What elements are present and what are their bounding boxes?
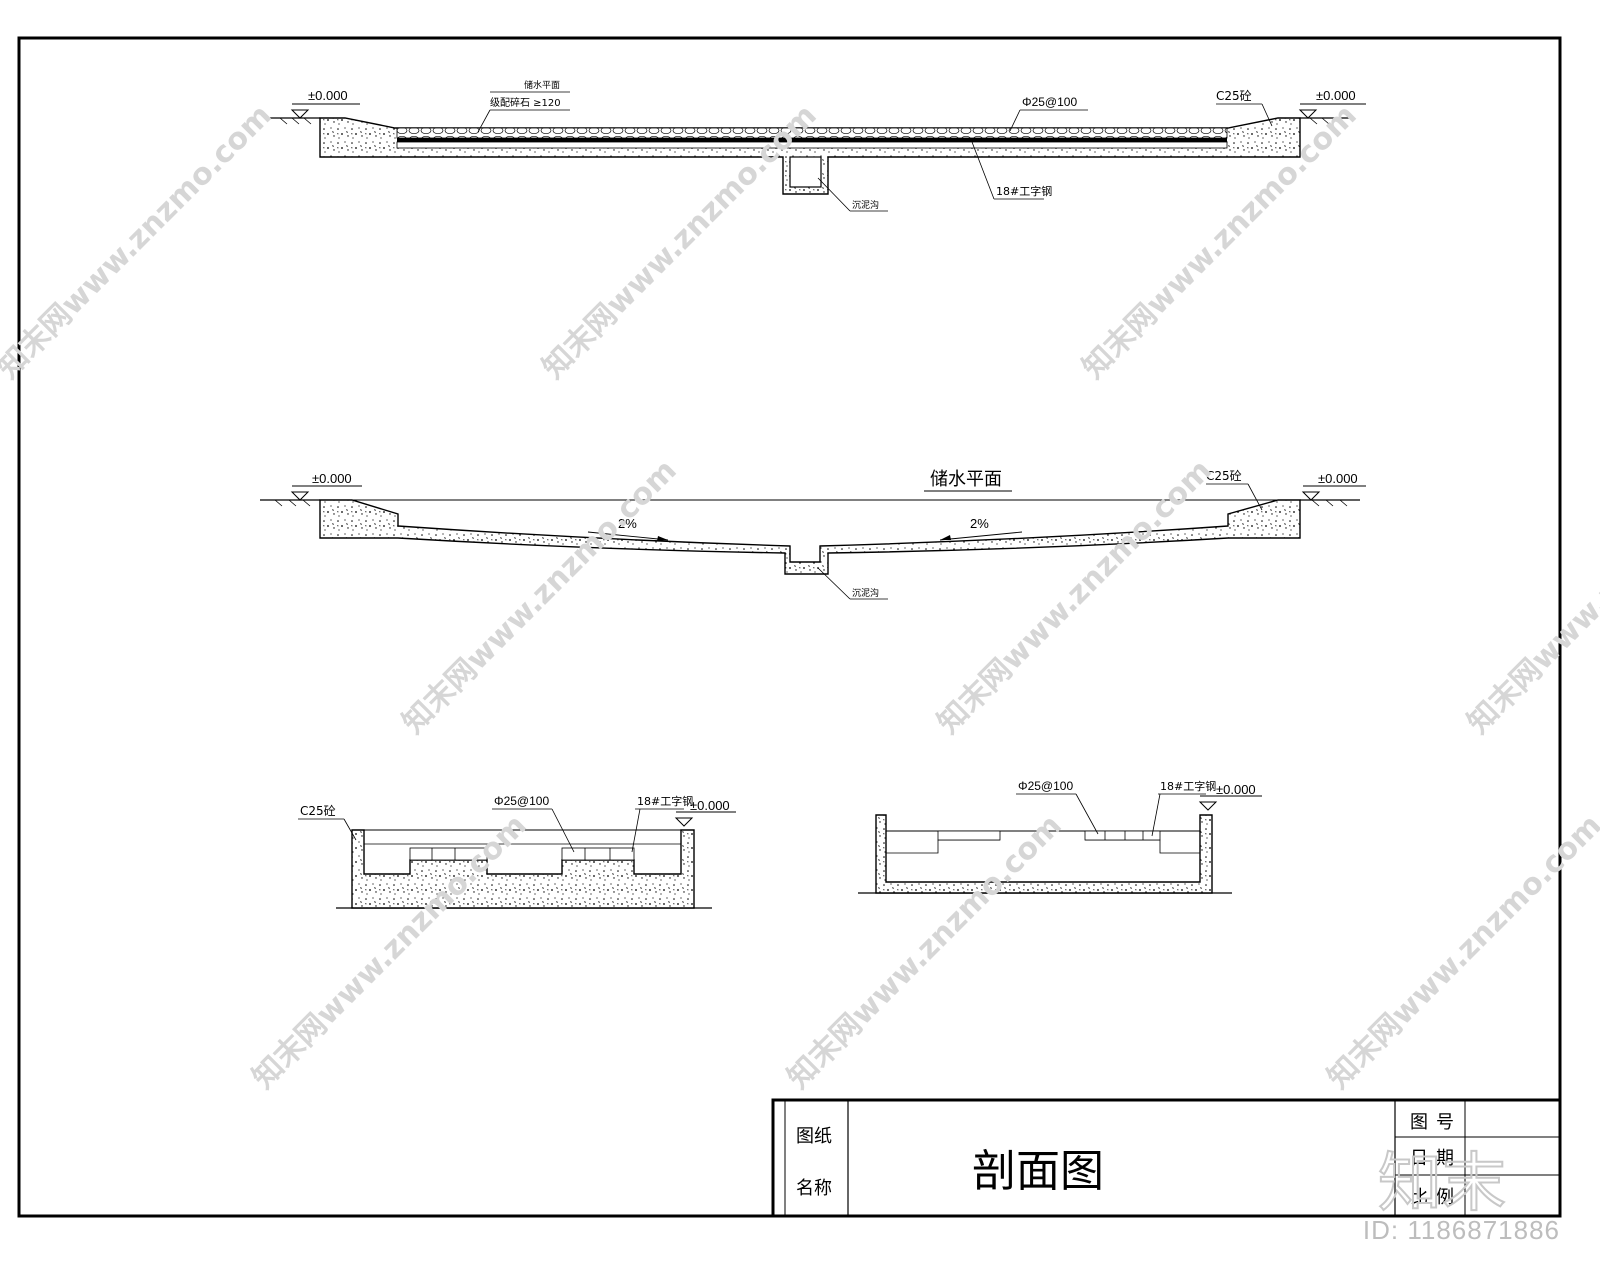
level-label-right: ±0.000 bbox=[1316, 88, 1356, 103]
level-mark-right bbox=[1298, 103, 1366, 119]
slope-label-right: 2% bbox=[970, 516, 989, 531]
rebar-label-bl: Φ25@100 bbox=[494, 794, 549, 808]
beam-label-br: 18#工字钢 bbox=[1160, 779, 1216, 793]
level-mark-left bbox=[290, 103, 360, 119]
trench-label-top: 沉泥沟 bbox=[852, 199, 879, 211]
logo-watermark: 知末 bbox=[1378, 1147, 1506, 1221]
level-label-br: ±0.000 bbox=[1216, 782, 1256, 797]
field-number: 图号 bbox=[1410, 1112, 1462, 1133]
drawing-border bbox=[17, 36, 1562, 1218]
ground-hatch bbox=[279, 117, 1342, 125]
trench-label-middle: 沉泥沟 bbox=[852, 587, 879, 599]
beam-label-top: 18#工字钢 bbox=[996, 184, 1052, 198]
water-level-label-top: 储水平面 bbox=[524, 79, 560, 91]
bottom-left-section: C25砼 Φ25@100 18#工字钢 ±0.000 bbox=[298, 794, 736, 909]
level-label-left: ±0.000 bbox=[308, 88, 348, 103]
concrete-label-middle: C25砼 bbox=[1206, 469, 1242, 483]
watermark-6: 知末网www.znzmo.com bbox=[1461, 453, 1600, 741]
watermark-5: 知末网www.znzmo.com bbox=[931, 453, 1219, 741]
steel-blocks-left bbox=[409, 847, 635, 861]
concrete-tank-right bbox=[875, 814, 1213, 894]
trench-cavity bbox=[789, 156, 822, 188]
steel-blocks-right bbox=[937, 830, 1161, 841]
top-section: ±0.000 ±0.000 储水平面 级配碎石 ≥120 Φ25@100 C25… bbox=[270, 79, 1366, 212]
level-label-bl: ±0.000 bbox=[690, 798, 730, 813]
watermark-9: 知末网www.znzmo.com bbox=[1321, 808, 1600, 1096]
title-label-line2: 名称 bbox=[796, 1178, 832, 1199]
level-label-middle-left: ±0.000 bbox=[312, 471, 352, 486]
water-level-label-middle: 储水平面 bbox=[930, 469, 1002, 490]
watermark-7: 知末网www.znzmo.com bbox=[246, 808, 534, 1096]
watermark-4: 知末网www.znzmo.com bbox=[396, 453, 684, 741]
gravel-label: 级配碎石 ≥120 bbox=[490, 96, 561, 109]
level-label-middle-right: ±0.000 bbox=[1318, 471, 1358, 486]
middle-section: ±0.000 ±0.000 储水平面 C25砼 2% 2% 沉泥沟 bbox=[260, 469, 1366, 600]
field-scale: 比例 bbox=[1410, 1187, 1462, 1208]
field-date: 日期 bbox=[1410, 1148, 1462, 1169]
slope-label-left: 2% bbox=[618, 516, 637, 531]
bottom-right-section: Φ25@100 18#工字钢 ±0.000 bbox=[858, 779, 1262, 894]
rebar-label-br: Φ25@100 bbox=[1018, 779, 1073, 793]
watermark-1: 知末网www.znzmo.com bbox=[0, 98, 279, 386]
id-watermark: ID: 1186871886 bbox=[1362, 1215, 1560, 1245]
concrete-label-bl: C25砼 bbox=[300, 804, 336, 818]
beam-label-bl: 18#工字钢 bbox=[637, 794, 693, 808]
drawing-name: 剖面图 bbox=[972, 1146, 1104, 1197]
watermark-8: 知末网www.znzmo.com bbox=[781, 808, 1069, 1096]
title-label-line1: 图纸 bbox=[796, 1126, 832, 1147]
rebar-label-top: Φ25@100 bbox=[1022, 95, 1077, 109]
steel-deck bbox=[397, 138, 1227, 142]
watermarks: 知末网www.znzmo.com 知末网www.znzmo.com 知末网www… bbox=[0, 98, 1600, 1096]
title-block: 图纸 名称 剖面图 图号 日期 比例 bbox=[771, 1098, 1562, 1218]
concrete-label-top: C25砼 bbox=[1216, 89, 1252, 103]
